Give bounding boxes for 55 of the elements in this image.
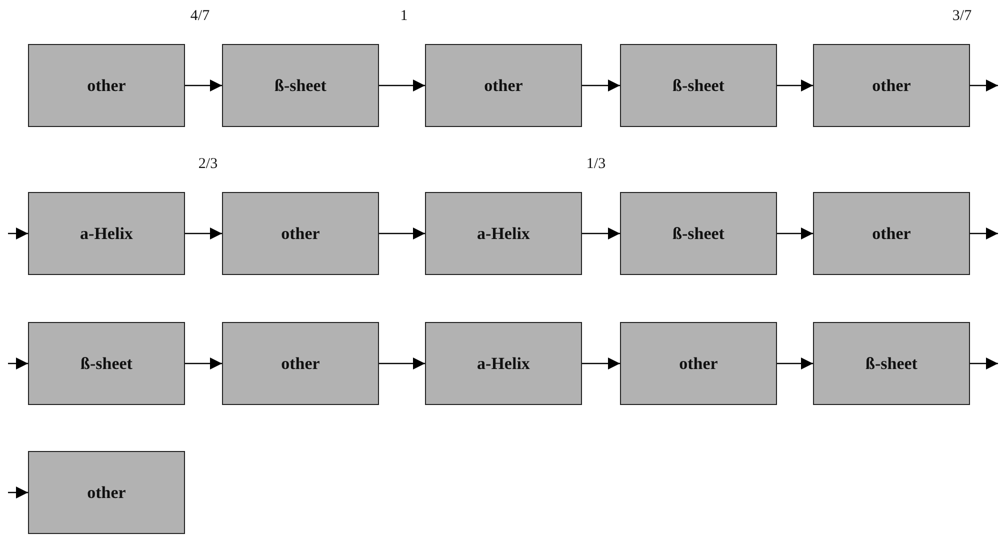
box-label: ß-sheet xyxy=(672,224,724,244)
process-box xyxy=(620,322,777,405)
box-label: other xyxy=(281,354,320,374)
process-box xyxy=(222,192,379,275)
process-box xyxy=(28,192,185,275)
arrow xyxy=(970,228,998,240)
arrow xyxy=(379,80,425,92)
arrow xyxy=(8,358,28,370)
arrow xyxy=(8,228,28,240)
fraction-label: 2/3 xyxy=(198,156,218,173)
arrow xyxy=(185,80,222,92)
box-label: ß-sheet xyxy=(80,354,132,374)
fraction-label: 1 xyxy=(400,8,408,25)
box-label: other xyxy=(484,76,523,96)
fraction-label: 4/7 xyxy=(190,8,210,25)
process-box xyxy=(620,192,777,275)
box-label: ß-sheet xyxy=(866,354,918,374)
box-label: ß-sheet xyxy=(274,76,326,96)
box-label: a-Helix xyxy=(477,354,530,374)
process-box xyxy=(813,44,970,127)
box-label: a-Helix xyxy=(80,224,133,244)
arrow xyxy=(582,228,620,240)
arrow xyxy=(970,80,998,92)
process-box xyxy=(222,44,379,127)
arrow xyxy=(970,358,998,370)
process-box xyxy=(28,44,185,127)
arrow xyxy=(582,80,620,92)
process-box xyxy=(222,322,379,405)
fraction-label: 1/3 xyxy=(586,156,606,173)
process-box xyxy=(425,322,582,405)
process-box xyxy=(425,44,582,127)
fraction-label: 3/7 xyxy=(952,8,972,25)
box-label: other xyxy=(679,354,718,374)
process-box xyxy=(28,322,185,405)
box-label: other xyxy=(872,76,911,96)
arrow xyxy=(8,486,28,498)
box-label: other xyxy=(87,482,126,502)
arrow xyxy=(185,358,222,370)
box-label: other xyxy=(872,224,911,244)
box-label: other xyxy=(87,76,126,96)
box-label: ß-sheet xyxy=(672,76,724,96)
process-box xyxy=(813,322,970,405)
process-box xyxy=(620,44,777,127)
arrow xyxy=(582,358,620,370)
process-box xyxy=(813,192,970,275)
process-box xyxy=(28,451,185,534)
box-label: a-Helix xyxy=(477,224,530,244)
process-box xyxy=(425,192,582,275)
box-label: other xyxy=(281,224,320,244)
arrow xyxy=(379,228,425,240)
arrow xyxy=(185,228,222,240)
arrow xyxy=(777,228,813,240)
arrow xyxy=(379,358,425,370)
arrow xyxy=(777,80,813,92)
arrow xyxy=(777,358,813,370)
